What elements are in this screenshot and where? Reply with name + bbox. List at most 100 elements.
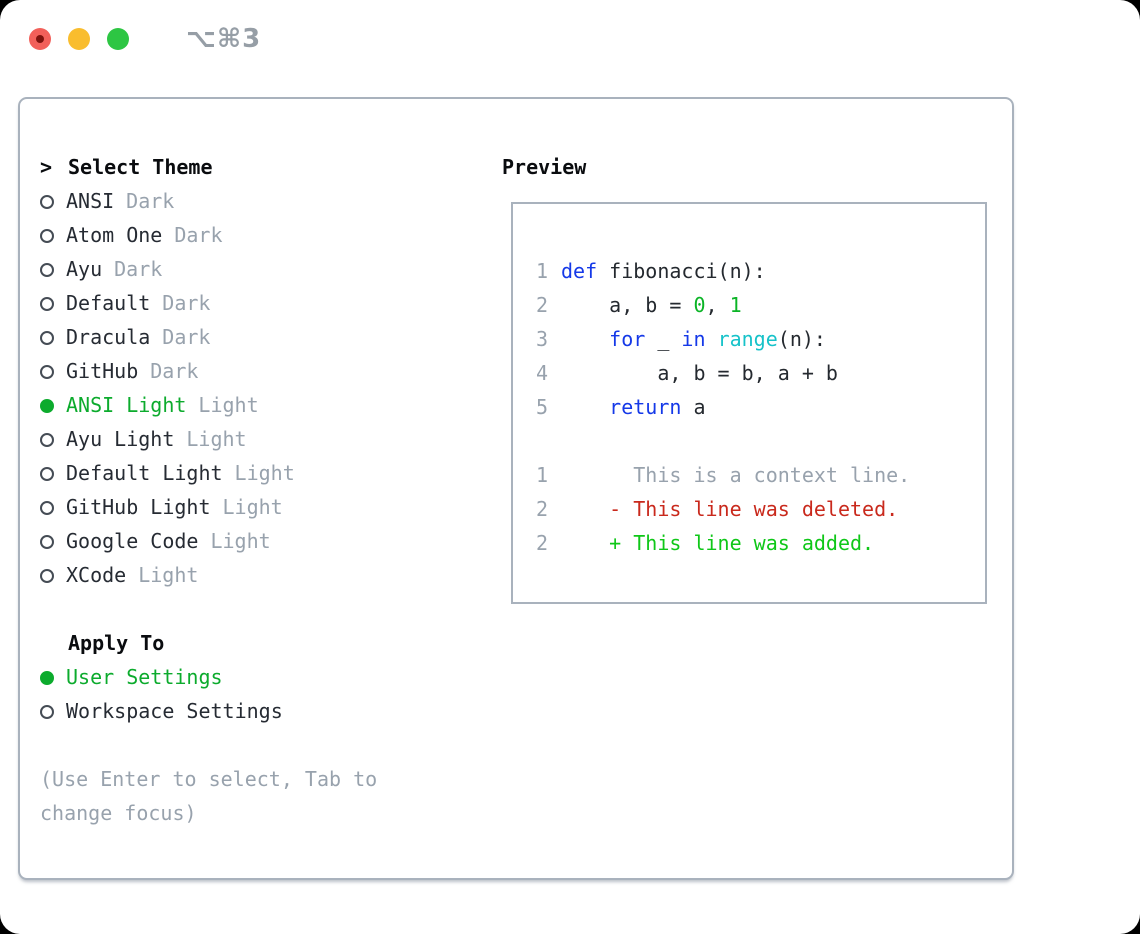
line-number: 3: [535, 327, 548, 351]
radio-unselected-icon: [40, 433, 54, 447]
preview-header-row: Preview: [502, 150, 1002, 184]
preview-heading: Preview: [502, 155, 587, 179]
theme-variant: Dark: [114, 257, 163, 281]
code-segment-plain: (n):: [777, 327, 826, 351]
theme-variant: Light: [198, 393, 259, 417]
keyboard-shortcut-label: ⌥⌘3: [186, 24, 262, 54]
theme-option-github[interactable]: GitHub Dark: [40, 354, 490, 388]
code-segment-num: 0: [693, 293, 706, 317]
theme-name: Ayu Light: [66, 427, 175, 451]
code-segment-plain: [561, 395, 609, 419]
theme-option-dracula[interactable]: Dracula Dark: [40, 320, 490, 354]
apply-option-workspace-settings[interactable]: Workspace Settings: [40, 694, 490, 728]
theme-variant: Light: [186, 427, 247, 451]
apply-option-label: Workspace Settings: [66, 699, 283, 723]
code-segment-plain: ,: [705, 293, 730, 317]
line-number: 2: [535, 531, 548, 555]
line-number: 4: [535, 361, 548, 385]
code-segment-plain: a, b = b, a + b: [561, 361, 838, 385]
theme-variant: Dark: [174, 223, 223, 247]
spacer-row: [40, 592, 490, 626]
theme-variant: Dark: [150, 359, 199, 383]
line-number: 5: [535, 395, 548, 419]
theme-name: Default: [66, 291, 151, 315]
hint-line-1: (Use Enter to select, Tab to: [40, 767, 378, 791]
diff-text: + This line was added.: [561, 531, 875, 555]
line-number: 1: [535, 259, 548, 283]
theme-name: GitHub: [66, 359, 139, 383]
line-number: 2: [535, 497, 548, 521]
theme-name: Google Code: [66, 529, 199, 553]
theme-name: Dracula: [66, 325, 151, 349]
code-segment-num: 1: [729, 293, 742, 317]
radio-unselected-icon: [40, 263, 54, 277]
theme-name: Atom One: [66, 223, 163, 247]
theme-option-atom-one[interactable]: Atom One Dark: [40, 218, 490, 252]
radio-unselected-icon: [40, 705, 54, 719]
code-segment-kw: return: [609, 395, 682, 419]
theme-variant: Dark: [126, 189, 175, 213]
diff-text: - This line was deleted.: [561, 497, 899, 521]
radio-selected-icon: [40, 399, 54, 413]
apply-to-heading: Apply To: [68, 631, 165, 655]
select-theme-header-row: > Select Theme: [40, 150, 490, 184]
select-theme-heading: Select Theme: [68, 155, 213, 179]
radio-unselected-icon: [40, 501, 54, 515]
theme-name: ANSI Light: [66, 393, 187, 417]
diff-line-context: 1 This is a context line.: [535, 458, 975, 492]
theme-name: Ayu: [66, 257, 103, 281]
theme-variant: Light: [222, 495, 283, 519]
hint-line-2: change focus): [40, 801, 197, 825]
theme-name: XCode: [66, 563, 127, 587]
code-segment-plain: [561, 327, 609, 351]
code-segment-kw: for: [609, 327, 646, 351]
prompt-caret: >: [40, 155, 53, 179]
theme-option-ayu-light[interactable]: Ayu Light Light: [40, 422, 490, 456]
code-segment-kw: in: [681, 327, 706, 351]
theme-option-default-light[interactable]: Default Light Light: [40, 456, 490, 490]
radio-selected-icon: [40, 671, 54, 685]
theme-variant: Dark: [162, 291, 211, 315]
apply-to-header-row: Apply To: [40, 626, 490, 660]
theme-option-default[interactable]: Default Dark: [40, 286, 490, 320]
blank-code-line: [535, 424, 975, 458]
theme-option-ansi-light[interactable]: ANSI Light Light: [40, 388, 490, 422]
theme-variant: Light: [234, 461, 295, 485]
close-button[interactable]: [29, 28, 51, 50]
code-line: 5 return a: [535, 390, 975, 424]
zoom-button[interactable]: [107, 28, 129, 50]
line-number: 2: [535, 293, 548, 317]
code-segment-plain: [706, 327, 718, 351]
diff-line-added: 2 + This line was added.: [535, 526, 975, 560]
code-line: 4 a, b = b, a + b: [535, 356, 975, 390]
code-segment-kw: def: [561, 259, 598, 283]
theme-name: Default Light: [66, 461, 223, 485]
code-line: 2 a, b = 0, 1: [535, 288, 975, 322]
code-segment-builtin: range: [717, 327, 778, 351]
theme-variant: Dark: [162, 325, 211, 349]
radio-unselected-icon: [40, 535, 54, 549]
code-segment-plain: _: [645, 327, 682, 351]
minimize-button[interactable]: [68, 28, 90, 50]
theme-option-ayu[interactable]: Ayu Dark: [40, 252, 490, 286]
close-button-dot-icon: [36, 35, 44, 43]
code-segment-plain: a, b =: [561, 293, 694, 317]
code-line: 3 for _ in range(n):: [535, 322, 975, 356]
code-segment-plain: a: [681, 395, 706, 419]
apply-option-user-settings[interactable]: User Settings: [40, 660, 490, 694]
radio-unselected-icon: [40, 467, 54, 481]
radio-unselected-icon: [40, 569, 54, 583]
radio-unselected-icon: [40, 297, 54, 311]
